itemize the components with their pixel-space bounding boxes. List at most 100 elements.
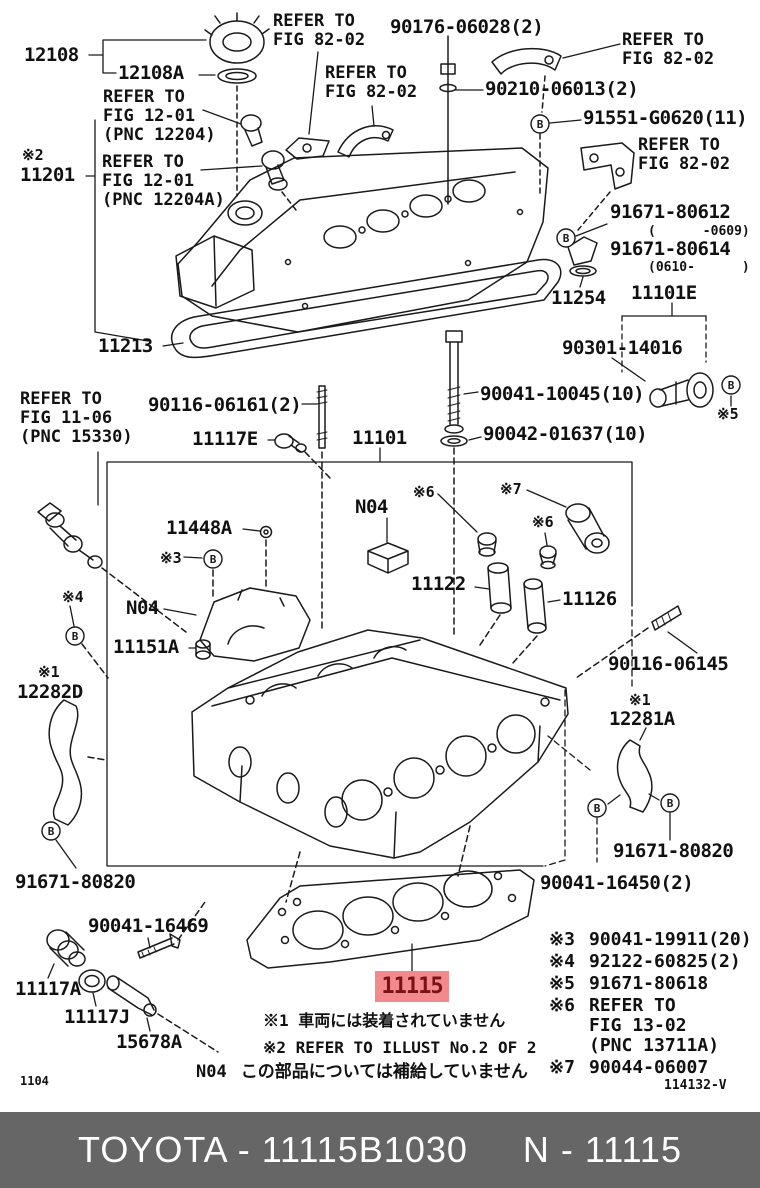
- bracket-box-11101: [106, 447, 633, 867]
- seal-11254-drawing: [567, 236, 598, 288]
- valve-cover-gasket-drawing: [162, 258, 562, 359]
- part-label-90116-06161: 90116-06161(2): [148, 394, 302, 416]
- footer-figure-number: N - 11115: [522, 1129, 682, 1170]
- part-label-90210-06013: 90210-06013(2): [485, 78, 639, 100]
- part-label-11101e: 11101E: [631, 282, 697, 304]
- ref-note-fig82-02-mid: REFER TO FIG 82-02: [325, 63, 418, 102]
- part-label-11448a: 11448A: [166, 517, 232, 539]
- part-label-12281a: 12281A: [609, 708, 675, 730]
- ref-note-fig82-02-top-left: REFER TO FIG 82-02: [273, 11, 366, 50]
- dash-ast4: [81, 643, 109, 679]
- leader-ast4: [69, 605, 75, 627]
- part-label-12108a: 12108A: [118, 62, 184, 84]
- leader-91671-80612: [575, 223, 608, 237]
- footnote-3: N04 この部品については補給していません: [196, 1063, 528, 1081]
- legend-marker: ※6: [549, 995, 575, 1016]
- footnote-3-text: この部品については補給していません: [240, 1062, 528, 1082]
- asterisk-marker-7: ※7: [500, 480, 522, 498]
- valve-cover-drawing: [175, 147, 549, 333]
- asterisk-marker-3: ※3: [160, 549, 182, 567]
- taper-plug-drawing: [46, 929, 219, 1053]
- date-range-from-0610: (0610- ): [648, 260, 750, 275]
- part-label-11254: 11254: [551, 287, 606, 309]
- footnote-2: ※2 REFER TO ILLUST No.2 OF 2: [263, 1038, 537, 1057]
- ocv-sensors-drawing: [240, 114, 297, 211]
- part-label-11201: 11201: [20, 164, 75, 186]
- cylinder-head-drawing: [191, 629, 569, 903]
- part-label-90301-14016: 90301-14016: [562, 337, 683, 359]
- b-marker-label: B: [48, 825, 55, 838]
- legend-text: REFER TO FIG 13-02 (PNC 13711A): [589, 995, 720, 1056]
- part-label-91551-g0620: 91551-G0620(11): [583, 107, 748, 129]
- part-label-11126: 11126: [562, 588, 617, 610]
- part-label-90042-01637: 90042-01637(10): [483, 423, 648, 445]
- legend-marker: ※4: [549, 951, 575, 972]
- asterisk-marker-4: ※4: [62, 588, 84, 606]
- asterisk-marker-5: ※5: [717, 405, 739, 423]
- footnote-1: ※1 車両には装着されていません: [263, 1011, 506, 1030]
- part-label-90041-10045: 90041-10045(10): [480, 383, 645, 405]
- b-marker-label: B: [537, 118, 544, 131]
- b-marker-icon: B: [721, 375, 741, 395]
- legend-row: ※6 REFER TO FIG 13-02 (PNC 13711A): [549, 996, 752, 1056]
- part-label-91671-80612: 91671-80612: [610, 201, 731, 223]
- harness-brackets-drawing: [285, 43, 635, 231]
- asterisk-legend: ※3 90041-19911(20) ※4 92122-60825(2) ※5 …: [549, 930, 752, 1078]
- b-marker-label: B: [594, 802, 601, 815]
- b-marker-icon: B: [556, 228, 576, 248]
- part-label-11151a: 11151A: [113, 636, 179, 658]
- legend-row: ※7 90044-06007: [549, 1058, 752, 1078]
- legend-row: ※3 90041-19911(20): [549, 930, 752, 950]
- leader-lines-fig1201: [200, 109, 263, 171]
- part-label-15678a: 15678A: [116, 1031, 182, 1053]
- page-code: 1104: [20, 1074, 49, 1088]
- part-label-n04-lower: N04: [126, 597, 159, 619]
- part-label-91671-80614: 91671-80614: [610, 238, 731, 260]
- ref-note-fig82-02-top-right: REFER TO FIG 82-02: [622, 30, 715, 69]
- leader-ast3: [183, 556, 203, 559]
- b-marker-label: B: [728, 379, 735, 392]
- cover-bolt-drawing: [439, 35, 484, 205]
- part-label-11115: 11115: [381, 974, 443, 999]
- asterisk-marker-2: ※2: [22, 146, 44, 164]
- bearing-cap-lower-drawing: [163, 587, 311, 662]
- legend-text: 90041-19911(20): [589, 929, 752, 950]
- bracket-lines-11201: [85, 119, 149, 342]
- legend-text: 92122-60825(2): [589, 951, 741, 972]
- valve-guides-drawing: [437, 489, 610, 665]
- part-label-11213: 11213: [98, 335, 153, 357]
- part-label-90176-06028: 90176-06028(2): [390, 16, 544, 38]
- highlighted-part-badge: 11115: [375, 971, 449, 1002]
- bracket-lines-12108: [88, 39, 216, 76]
- asterisk-marker-1a: ※1: [38, 663, 60, 681]
- head-gasket-drawing: [246, 869, 535, 972]
- leader-91551: [549, 119, 582, 124]
- b-marker-label: B: [667, 797, 674, 810]
- part-label-91671-80820-left: 91671-80820: [15, 871, 136, 893]
- b-marker-label: B: [563, 232, 570, 245]
- legend-text: 90044-06007: [589, 1057, 709, 1078]
- ref-note-fig12-01-pnc12204a: REFER TO FIG 12-01 (PNC 12204A): [102, 152, 225, 210]
- bearing-cap-upper-drawing: [367, 517, 409, 574]
- part-label-90041-16469: 90041-16469: [88, 915, 209, 937]
- b-marker-label: B: [72, 630, 79, 643]
- ref-note-fig82-02-right: REFER TO FIG 82-02: [638, 135, 731, 174]
- legend-marker: ※5: [549, 973, 575, 994]
- part-label-11101: 11101: [352, 427, 407, 449]
- oil-filler-cap-drawing: [204, 12, 270, 197]
- legend-text: 91671-80618: [589, 973, 709, 994]
- part-label-11117e: 11117E: [192, 428, 258, 450]
- hanger-12282d-drawing: [48, 699, 107, 869]
- b-marker-label: B: [210, 553, 217, 566]
- legend-row: ※5 91671-80618: [549, 974, 752, 994]
- asterisk-marker-1b: ※1: [629, 691, 651, 709]
- b-marker-icon: B: [660, 793, 680, 813]
- part-label-11117a: 11117A: [15, 978, 81, 1000]
- plug-11117e-drawing: [267, 433, 331, 479]
- date-range-to-0609: ( -0609): [648, 224, 750, 239]
- b-marker-icon: B: [530, 114, 550, 134]
- head-bolt-drawing: [440, 330, 482, 635]
- ref-note-fig11-06-pnc15330: REFER TO FIG 11-06 (PNC 15330): [20, 389, 133, 447]
- part-label-90116-06145: 90116-06145: [608, 653, 729, 675]
